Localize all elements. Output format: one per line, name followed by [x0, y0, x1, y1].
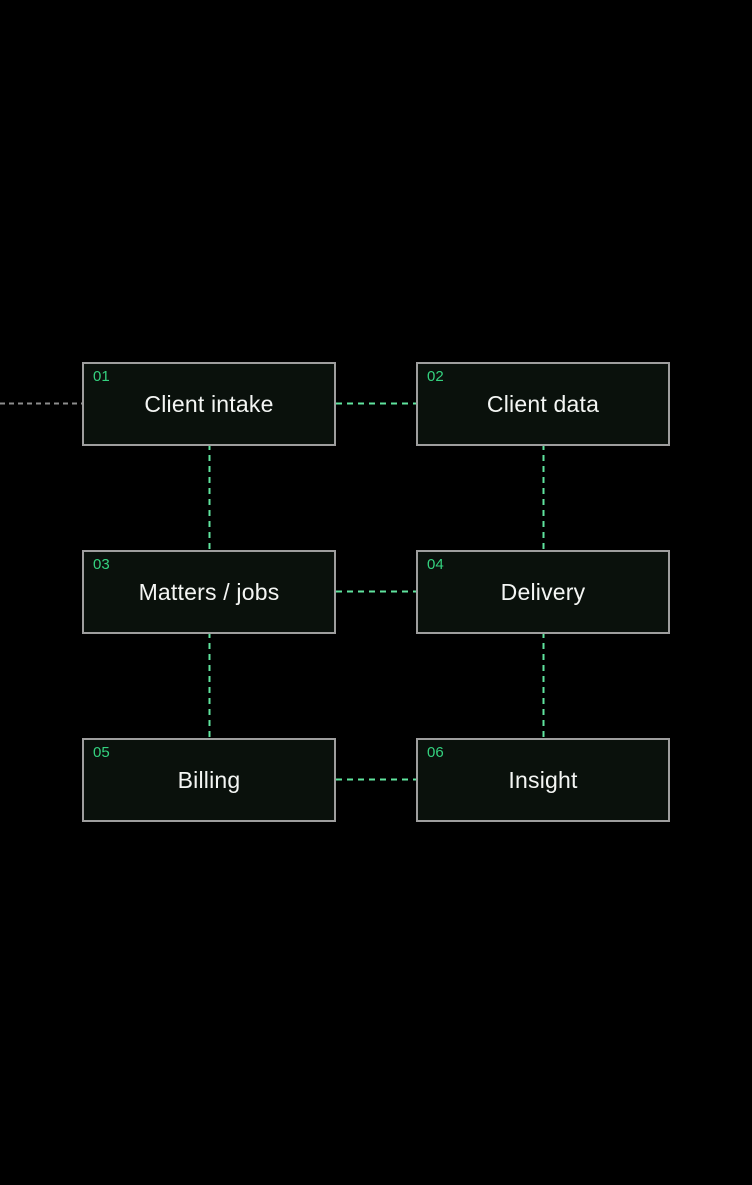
- node-label: Client intake: [144, 390, 274, 417]
- node-label: Matters / jobs: [138, 578, 280, 605]
- node-client-intake: 01 Client intake: [82, 362, 336, 446]
- node-delivery: 04 Delivery: [416, 550, 670, 634]
- node-number: 06: [427, 744, 444, 761]
- node-label: Client data: [486, 390, 600, 417]
- node-number: 01: [93, 368, 110, 385]
- node-label: Insight: [508, 766, 578, 793]
- node-number: 05: [93, 744, 110, 761]
- node-label: Billing: [177, 766, 241, 793]
- node-insight: 06 Insight: [416, 738, 670, 822]
- node-number: 04: [427, 556, 444, 573]
- node-number: 03: [93, 556, 110, 573]
- node-billing: 05 Billing: [82, 738, 336, 822]
- node-number: 02: [427, 368, 444, 385]
- node-matters-jobs: 03 Matters / jobs: [82, 550, 336, 634]
- node-client-data: 02 Client data: [416, 362, 670, 446]
- node-label: Delivery: [500, 578, 586, 605]
